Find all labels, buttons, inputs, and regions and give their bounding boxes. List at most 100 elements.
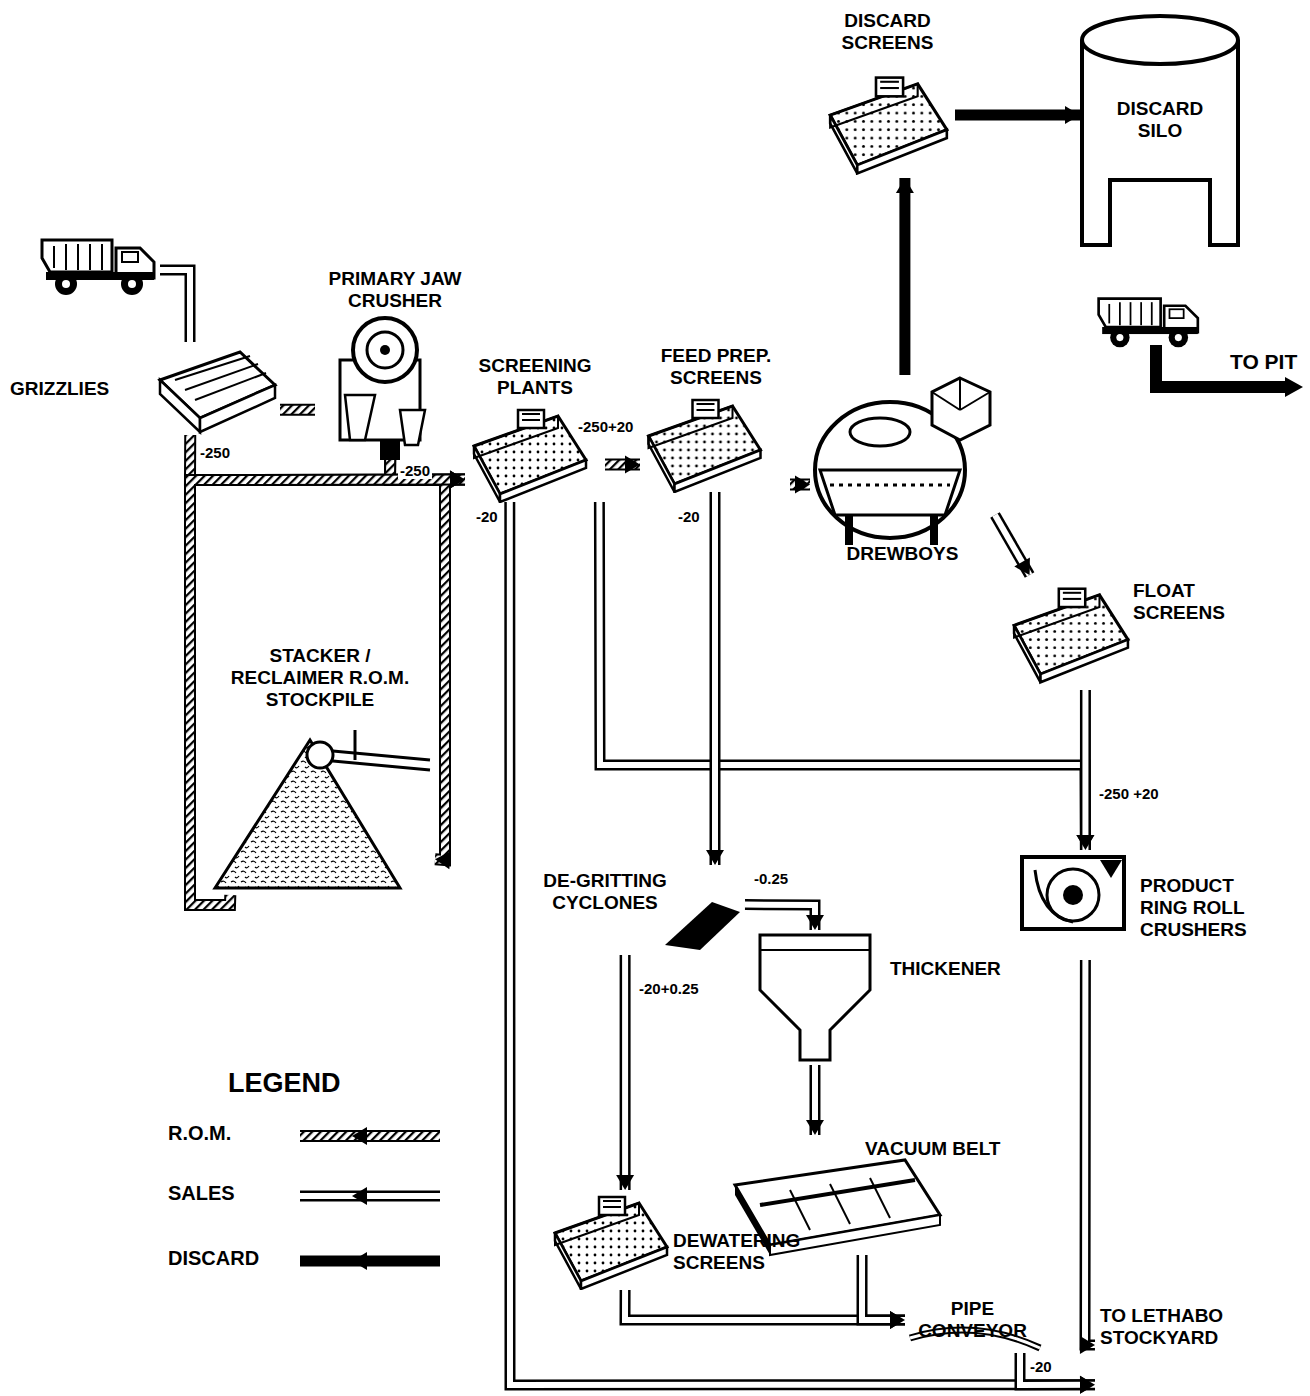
equipment-label: DISCARD SILO — [1100, 98, 1220, 142]
flow-size-label: -20 — [676, 508, 702, 525]
equipment-node: THICKENER — [758, 930, 1023, 1065]
flow-connector — [390, 460, 451, 869]
equipment-node: DREWBOYS — [810, 375, 995, 575]
equipment-label: PIPE CONVEYOR — [915, 1298, 1030, 1342]
flow-size-label: -250 — [198, 444, 232, 461]
flow-connector — [862, 1255, 905, 1329]
connector-stroke — [899, 178, 910, 375]
equipment-label: SCREENING PLANTS — [469, 355, 601, 399]
flow-size-label: -20 — [474, 508, 500, 525]
connector-stroke — [190, 480, 465, 906]
connector-stroke — [190, 435, 465, 480]
connector-stroke — [995, 515, 1030, 575]
flow-connector — [896, 178, 914, 375]
equipment-node: PRIMARY JAW CRUSHER — [315, 265, 475, 460]
arrow-head — [352, 1187, 367, 1205]
legend-text: DISCARD — [168, 1247, 259, 1270]
connector-stroke — [300, 1256, 440, 1267]
connector-stroke — [300, 1191, 440, 1202]
flow-connector — [995, 515, 1030, 575]
flow-connector — [1020, 1353, 1095, 1394]
arrow-head — [890, 1311, 905, 1329]
arrow-head — [450, 471, 465, 489]
arrow-head — [896, 178, 914, 193]
connector-stroke — [300, 1132, 440, 1140]
flow-connector — [1076, 690, 1094, 850]
arrow-head — [706, 850, 724, 865]
flow-connector — [790, 476, 810, 494]
connector-stroke — [280, 406, 315, 414]
arrow-head — [616, 1175, 634, 1190]
arrow-head — [806, 915, 824, 930]
arrow-head — [890, 1311, 905, 1329]
equipment-node: TO LETHABO STOCKYARD — [1095, 1300, 1295, 1392]
flow-connector — [1080, 960, 1095, 1354]
arrow-head — [806, 1120, 824, 1135]
arrow-head — [1014, 558, 1030, 575]
discard-silo — [1082, 16, 1238, 245]
equipment-node: DISCARD SILO — [1080, 10, 1240, 245]
connector-stroke — [300, 1130, 440, 1142]
ring-roll-crusher — [1022, 857, 1124, 929]
jaw-crusher — [340, 318, 425, 460]
arrow-head — [625, 456, 640, 474]
equipment-node: DISCARD SCREENS — [820, 8, 955, 178]
arrow-head — [1076, 835, 1094, 850]
connector-stroke — [745, 905, 815, 930]
equipment-label: PRODUCT RING ROLL CRUSHERS — [1140, 875, 1268, 941]
arrow-head — [450, 471, 465, 489]
legend-sample — [300, 1187, 440, 1205]
flow-connector — [806, 1065, 824, 1135]
legend-sample — [300, 1127, 440, 1145]
equipment-node: PRODUCT RING ROLL CRUSHERS — [1015, 850, 1271, 960]
flow-connector — [190, 471, 465, 905]
connector-stroke — [712, 492, 718, 865]
connector-stroke — [1085, 960, 1095, 1345]
flow-connector — [280, 409, 315, 410]
stockpile — [215, 730, 430, 888]
equipment-label: DISCARD SCREENS — [835, 10, 940, 54]
equipment-node: FLOAT SCREENS — [1005, 575, 1251, 690]
connector-stroke — [1080, 690, 1091, 850]
connector-stroke — [510, 502, 1095, 1385]
connector-stroke — [300, 1193, 440, 1199]
flow-size-label: -20+0.25 — [637, 980, 701, 997]
cyclone — [665, 902, 740, 950]
equipment-node: GRIZZLIES — [8, 345, 280, 435]
connector-stroke — [599, 502, 1085, 850]
equipment-label: GRIZZLIES — [10, 378, 130, 400]
flow-connector — [599, 502, 1094, 850]
pit-truck — [1099, 299, 1303, 397]
flow-connector — [605, 456, 640, 474]
connector-stroke — [710, 492, 721, 865]
equipment-label: THICKENER — [890, 958, 1015, 980]
arrow-head — [450, 471, 465, 489]
flow-connector — [955, 106, 1080, 124]
equipment-label: DREWBOYS — [825, 543, 980, 565]
equipment-node: DE-GRITTING CYCLONES — [525, 865, 745, 955]
connector-stroke — [190, 480, 465, 906]
flow-connector — [745, 905, 824, 930]
equipment-label: PRIMARY JAW CRUSHER — [320, 268, 470, 312]
arrow-head — [352, 1127, 367, 1145]
connector-stroke — [995, 515, 1030, 575]
equipment-label: TO LETHABO STOCKYARD — [1100, 1305, 1225, 1349]
equipment-label: DEWATERING SCREENS — [673, 1230, 823, 1274]
connector-stroke — [190, 435, 465, 480]
connector-stroke — [1085, 960, 1095, 1345]
connector-stroke — [620, 955, 631, 1190]
equipment-node: PIPE CONVEYOR — [905, 1295, 1040, 1353]
connector-stroke — [390, 460, 445, 860]
flow-size-label: -0.25 — [752, 870, 790, 887]
vibrating-screens — [474, 78, 1128, 1289]
equipment-label: FLOAT SCREENS — [1133, 580, 1248, 624]
connector-stroke — [862, 1255, 905, 1320]
arrow-head — [1065, 106, 1080, 124]
flow-size-label: -250 — [398, 462, 432, 479]
connector-stroke — [1082, 690, 1088, 850]
haul-truck — [42, 240, 190, 342]
arrow-head — [352, 1252, 367, 1270]
flow-connector — [616, 955, 634, 1190]
flow-connector — [706, 492, 724, 865]
connector-stroke — [599, 502, 1085, 850]
